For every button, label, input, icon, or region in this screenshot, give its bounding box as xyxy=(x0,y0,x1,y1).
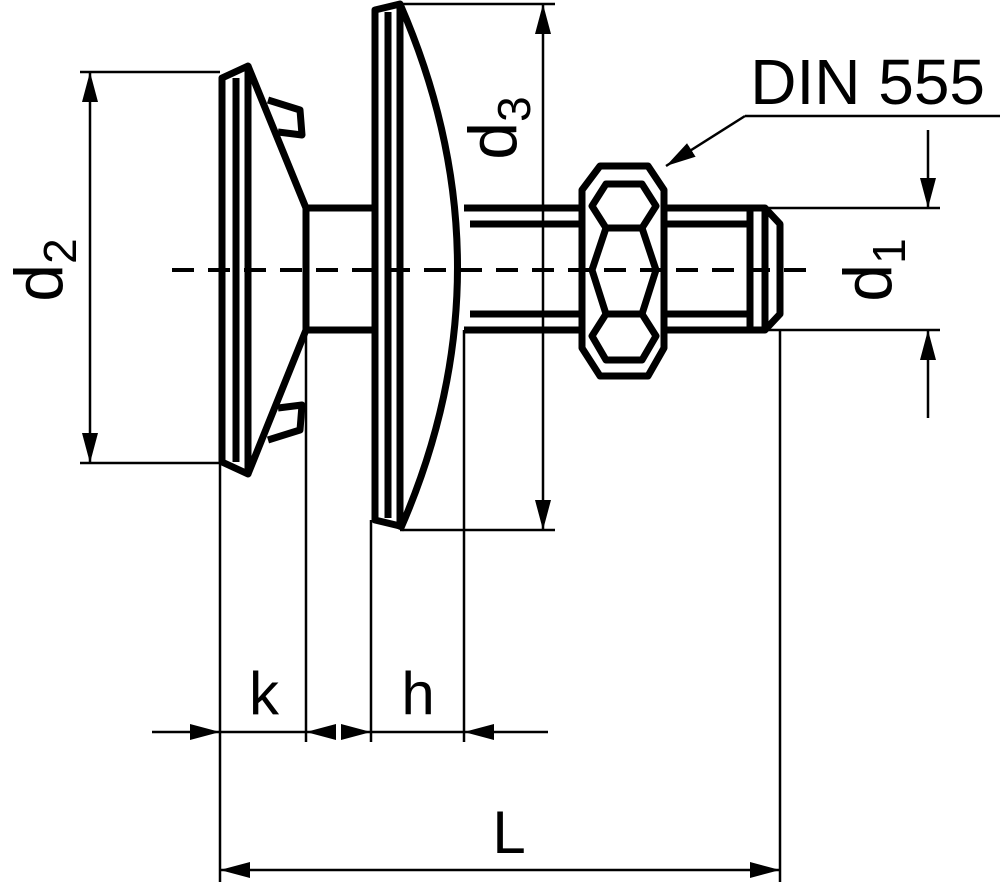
d3-subscript: 3 xyxy=(488,96,540,122)
d1-label: d1 xyxy=(830,238,915,301)
hex-nut xyxy=(578,162,668,380)
h-label: h xyxy=(401,660,434,727)
d2-subscript: 2 xyxy=(34,238,86,264)
hub xyxy=(306,204,374,334)
part-outline xyxy=(172,0,820,532)
d3-label: d3 xyxy=(455,96,540,159)
k-label: k xyxy=(249,660,280,727)
dimension-lines xyxy=(80,2,1000,882)
domed-washer xyxy=(371,0,461,532)
d1-subscript: 1 xyxy=(863,238,915,264)
L-label: L xyxy=(492,799,525,866)
d2-label: d2 xyxy=(1,238,86,301)
d1-letter: d xyxy=(830,264,906,302)
d2-letter: d xyxy=(1,264,77,302)
toothed-plate xyxy=(218,62,310,478)
d3-letter: d xyxy=(455,122,531,160)
din-555-label: DIN 555 xyxy=(750,46,985,118)
